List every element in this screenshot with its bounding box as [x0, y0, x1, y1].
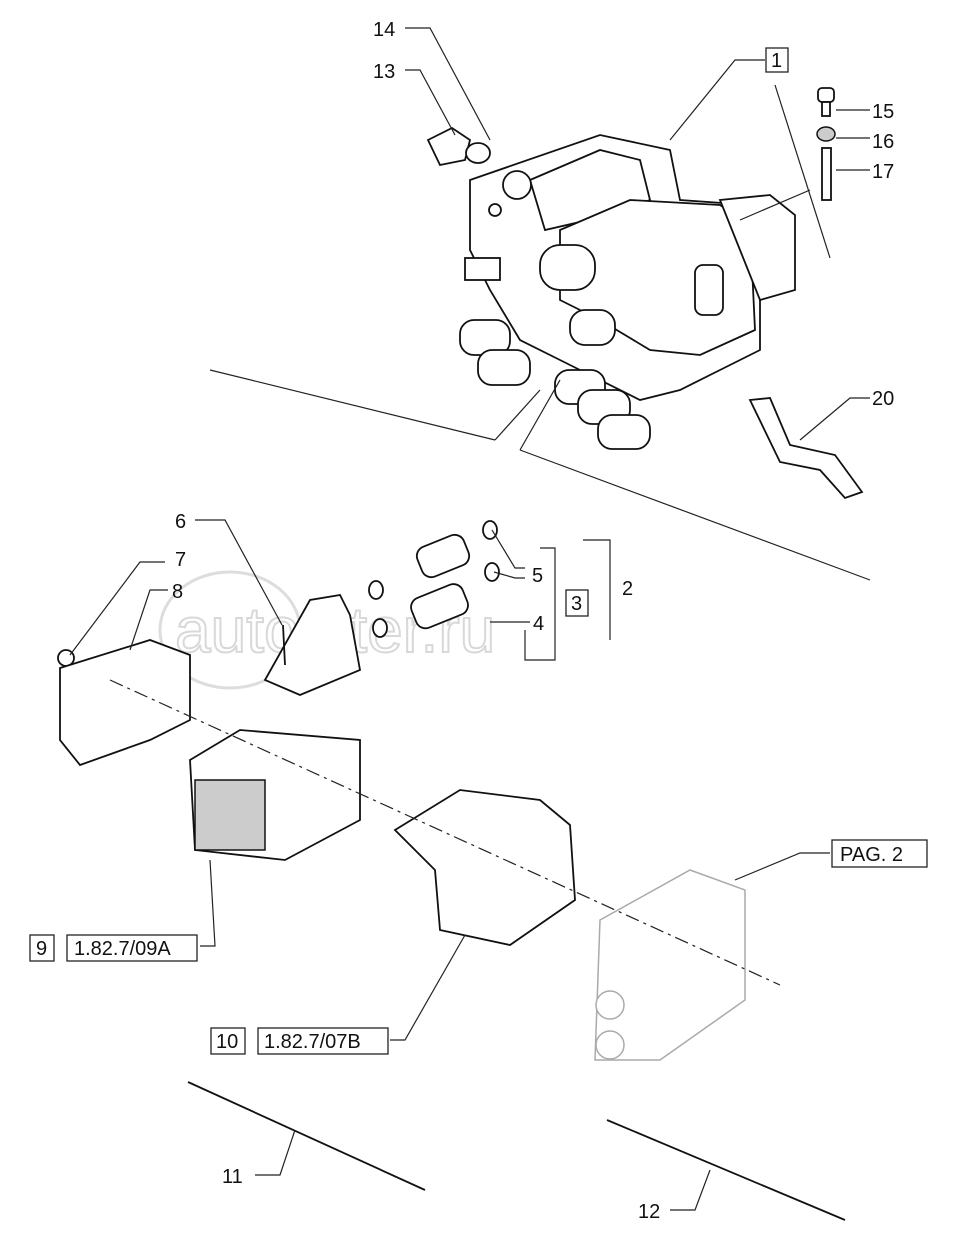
callout-7: 7 [175, 549, 186, 571]
callout-14: 14 [373, 19, 395, 41]
axis-line [109, 679, 781, 986]
o-ring-14 [465, 142, 491, 164]
rod-11 [187, 1081, 426, 1191]
callout-20: 20 [872, 388, 894, 410]
solenoid-parts [57, 520, 500, 767]
page-2-box[interactable] [831, 839, 928, 868]
callout-5: 5 [532, 565, 543, 587]
valve-section-page2 [594, 869, 746, 1061]
valve-section-10 [393, 789, 576, 946]
leader-lines [69, 27, 870, 1211]
callout-2: 2 [622, 578, 633, 600]
callout-4: 4 [533, 613, 544, 635]
callout-1: 1 [771, 50, 782, 72]
main-valve-assembly [459, 134, 796, 450]
callout-3-box [565, 589, 589, 617]
callout-9: 9 [36, 938, 47, 960]
callout-1-box [765, 47, 789, 73]
bracket-20 [748, 397, 864, 500]
page-2-link[interactable]: PAG. 2 [840, 844, 903, 866]
callout-10-box [210, 1027, 246, 1055]
callout-12: 12 [638, 1201, 660, 1223]
callout-11: 11 [222, 1166, 243, 1188]
guide-lines [209, 84, 871, 581]
ref-9-link[interactable]: 1.82.7/09A [74, 938, 171, 960]
callout-6: 6 [175, 511, 186, 533]
rod-12 [606, 1119, 846, 1221]
callout-8: 8 [172, 581, 183, 603]
callout-15: 15 [872, 101, 894, 123]
cover-13 [426, 126, 472, 167]
callout-16: 16 [872, 131, 894, 153]
callout-3: 3 [571, 593, 582, 615]
callout-9-box [29, 934, 55, 962]
ref-10-box[interactable] [257, 1027, 389, 1055]
bolt-15-16-17 [816, 87, 836, 201]
ref-9-box[interactable] [66, 934, 198, 962]
callout-13: 13 [373, 61, 395, 83]
callout-10: 10 [216, 1031, 238, 1053]
callout-17: 17 [872, 161, 894, 183]
ref-10-link[interactable]: 1.82.7/07B [264, 1031, 361, 1053]
valve-section-9 [189, 729, 361, 861]
